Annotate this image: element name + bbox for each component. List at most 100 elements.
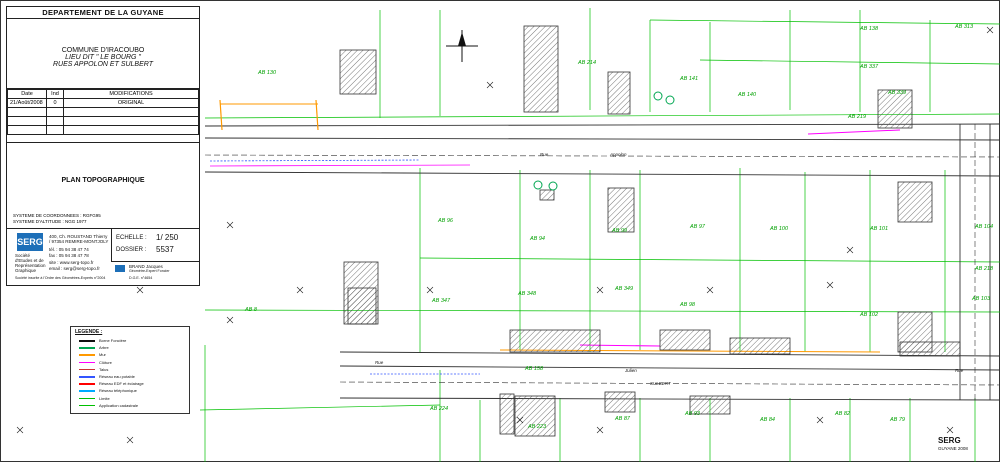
- legend-label: Limite: [99, 395, 110, 401]
- parcel-label: AB 313: [954, 24, 974, 30]
- building: [607, 187, 635, 233]
- street-label: SULBERT: [650, 381, 672, 386]
- street-label: Rue: [375, 360, 384, 365]
- road-edge: [339, 397, 1000, 401]
- street-label: Appolon: [609, 152, 627, 157]
- row-date: 21/Août/2008: [7, 98, 47, 108]
- parcel-label: AB 103: [971, 296, 991, 302]
- parcel-label: AB 84: [759, 417, 775, 423]
- scale-value: 1/ 250: [156, 233, 179, 242]
- commune-name: COMMUNE D'IRACOUBO: [61, 47, 145, 54]
- plan-title-block: PLAN TOPOGRAPHIQUE SYSTEME DE COORDONNEE…: [7, 143, 199, 229]
- company-block: SERG Société d'Etudes et de Représentati…: [7, 229, 200, 285]
- system-note-2: SYSTEME D'ALTITUDE : NGG 1977: [13, 219, 87, 224]
- parcel-label: AB 98: [679, 302, 696, 308]
- legend-label: Réseau téléphonique: [99, 388, 137, 394]
- parcel-boundary: [419, 257, 1000, 263]
- legend-swatch: [79, 376, 95, 378]
- parcel-label: AB 218: [974, 266, 994, 272]
- building: [877, 89, 913, 129]
- author-logo-icon: [115, 265, 125, 272]
- legend-label: Mur: [99, 352, 106, 358]
- department-title: DEPARTEMENT DE LA GUYANE: [42, 8, 164, 17]
- building: [539, 189, 555, 201]
- road-edge: [204, 137, 1000, 141]
- grid-cross: [706, 286, 714, 294]
- grid-cross: [986, 26, 994, 34]
- legend-label: Réseau EDF et éclairage: [99, 381, 144, 387]
- road-edge: [339, 351, 1000, 357]
- parcel-label: AB 348: [517, 291, 537, 297]
- author-code: D.G.E. n°4654: [129, 276, 153, 280]
- grid-cross: [226, 221, 234, 229]
- grid-cross: [136, 286, 144, 294]
- row-ind: 0: [46, 98, 64, 108]
- parcel-label: AB 96: [437, 218, 454, 224]
- footer-sub: GUYANE 2008: [938, 446, 968, 451]
- wall-line: [315, 99, 319, 131]
- grid-cross: [296, 286, 304, 294]
- parcel-label: AB 82: [834, 411, 850, 417]
- building: [729, 337, 791, 355]
- grid-cross: [816, 416, 824, 424]
- legend-swatch: [79, 361, 95, 364]
- wall-line: [219, 99, 223, 131]
- modifications-grid: Date Ind MODIFICATIONS 21/Août/2008 0 OR…: [7, 89, 199, 135]
- building: [659, 329, 711, 351]
- legend-label: Clôture: [99, 359, 112, 365]
- fence-line: [209, 164, 471, 167]
- legend-label: Application cadastrale: [99, 402, 139, 408]
- parcel-label: AB 93: [684, 411, 701, 417]
- parcel-label: AB 102: [859, 312, 878, 318]
- road-centerline: [204, 154, 1000, 158]
- north-arrow-icon: [458, 32, 466, 46]
- table-row: 21/Août/2008 0 ORIGINAL: [7, 98, 199, 108]
- road-edge: [339, 365, 1000, 371]
- plan-title: PLAN TOPOGRAPHIQUE: [61, 177, 145, 184]
- footer-brand: SERG: [938, 436, 961, 445]
- company-name-1: Société: [15, 253, 31, 258]
- header-ind: Ind: [46, 89, 64, 99]
- legend-label: Borne Foncière: [99, 338, 127, 343]
- parcel-label: AB 158: [524, 366, 544, 372]
- grid-cross: [16, 426, 24, 434]
- legend-swatch: [79, 404, 95, 407]
- commune-block: COMMUNE D'IRACOUBO LIEU DIT " LE BOURG "…: [7, 19, 199, 89]
- parcel-label: AB 223: [527, 424, 547, 430]
- dossier-value: 5537: [156, 245, 174, 254]
- tree-icon: [548, 181, 558, 191]
- building: [899, 341, 961, 357]
- system-note-1: SYSTEME DE COORDONNEES : RGFG95: [13, 213, 101, 218]
- grid-cross: [826, 281, 834, 289]
- place-line-1: LIEU DIT " LE BOURG ": [65, 54, 141, 61]
- parcel-label: AB 94: [529, 236, 545, 242]
- title-block: DEPARTEMENT DE LA GUYANE COMMUNE D'IRACO…: [6, 6, 200, 286]
- road-edge: [204, 171, 1000, 177]
- building: [604, 391, 636, 413]
- parcel-label: AB 101: [869, 226, 888, 232]
- parcel-label: AB 337: [859, 64, 879, 70]
- parcel-label: AB 140: [737, 92, 757, 98]
- building: [523, 25, 559, 113]
- grid-cross: [596, 286, 604, 294]
- place-line-2: RUES APPOLON ET SULBERT: [53, 61, 153, 68]
- parcel-label: AB 224: [429, 406, 448, 412]
- building: [499, 393, 515, 435]
- author-role: Géomètre-Expert Foncier: [129, 269, 170, 273]
- street-label: Julien: [624, 368, 637, 373]
- grid-cross: [426, 286, 434, 294]
- parcel-boundary: [649, 19, 1000, 25]
- company-name-4: Graphique: [15, 268, 37, 273]
- grid-cross: [126, 436, 134, 444]
- parcel-boundary: [204, 113, 1000, 119]
- legend-swatch: [79, 397, 95, 400]
- scale-box: ECHELLE : 1/ 250 DOSSIER : 5537: [111, 229, 200, 262]
- parcel-label: AB 104: [974, 224, 993, 230]
- modifications-table: Date Ind MODIFICATIONS 21/Août/2008 0 OR…: [7, 89, 199, 143]
- grid-cross: [846, 246, 854, 254]
- tree-icon: [653, 91, 663, 101]
- legend-label: Arbre: [99, 345, 109, 351]
